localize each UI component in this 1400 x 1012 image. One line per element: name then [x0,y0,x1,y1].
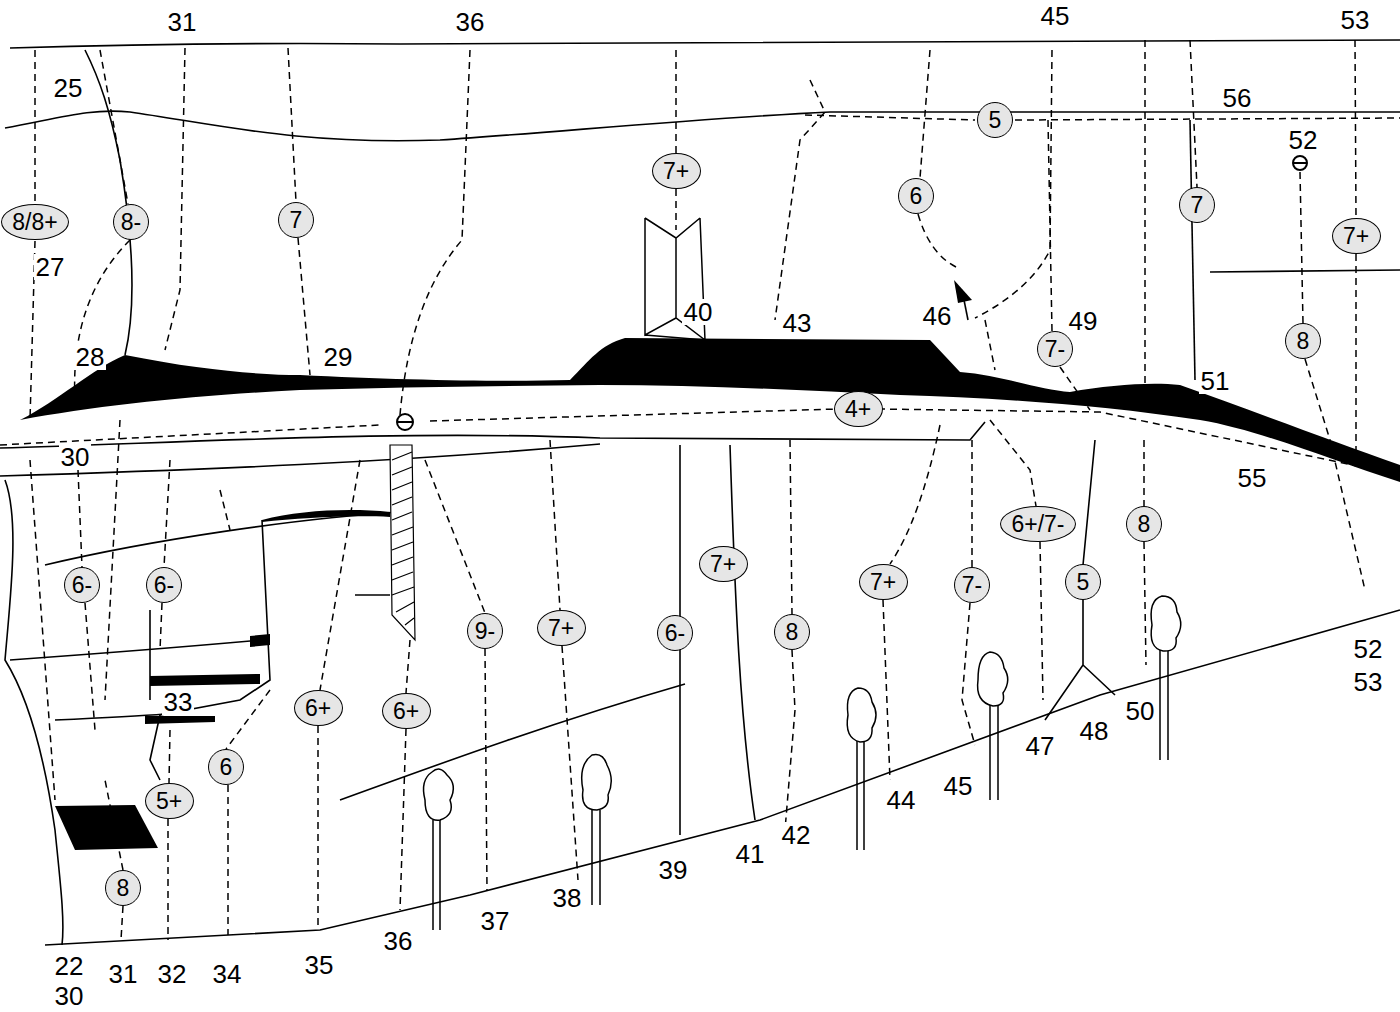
route-number: 47 [1024,733,1057,759]
grade-circle: 4+ [834,391,883,427]
grade-circle: 7+ [652,153,701,189]
route-number: 44 [885,787,918,813]
grade-text: 7+ [663,160,689,183]
grade-circle: 8 [105,870,141,906]
route-number: 45 [942,773,975,799]
grade-text: 8 [117,877,130,900]
grade-text: 7+ [870,571,896,594]
route-number: 31 [166,9,199,35]
route-number: 25 [52,75,85,101]
route-number: 22 [53,953,86,979]
grade-circle: 5+ [145,783,194,819]
grade-text: 7- [1045,338,1065,361]
route-number: 30 [53,983,86,1009]
grade-text: 6+ [305,697,331,720]
route-number: 33 [162,689,195,715]
grade-text: 7+ [1343,225,1369,248]
grade-text: 6- [154,574,174,597]
grade-text: 6+ [393,700,419,723]
grade-circle: 7+ [699,546,748,582]
route-number: 37 [479,908,512,934]
route-number: 32 [156,961,189,987]
route-number: 52 [1352,636,1385,662]
grade-text: 7+ [548,617,574,640]
route-number: 34 [211,961,244,987]
grade-text: 7 [290,209,303,232]
grade-text: 7- [962,574,982,597]
grade-circle: 5 [977,102,1013,138]
grade-circle: 7+ [859,564,908,600]
grade-text: 8 [1138,513,1151,536]
grade-text: 7+ [710,553,736,576]
route-number: 42 [780,822,813,848]
grade-text: 8- [121,211,141,234]
grade-text: 8/8+ [12,211,57,234]
route-number: 46 [921,303,954,329]
grade-circle: 5 [1065,564,1101,600]
grade-circle: 7- [1037,331,1073,367]
grade-circle: 8- [113,204,149,240]
grade-circle: 6+ [294,690,343,726]
grade-circle: 7- [954,567,990,603]
grade-text: 4+ [845,398,871,421]
grade-text: 6 [220,756,233,779]
grade-circle: 9- [467,613,503,649]
grade-text: 6- [72,574,92,597]
grade-circle: 6 [898,178,934,214]
route-number: 30 [59,444,92,470]
grade-circle: 6 [208,749,244,785]
grade-text: 5+ [156,790,182,813]
grade-circle: 6+ [382,693,431,729]
grade-circle: 7 [1179,187,1215,223]
route-number: 49 [1067,308,1100,334]
route-number: 45 [1039,3,1072,29]
grade-text: 7 [1191,194,1204,217]
route-number: 39 [657,857,690,883]
route-number: 40 [682,299,715,325]
grade-circle: 6- [64,567,100,603]
route-number: 53 [1352,669,1385,695]
grade-text: 8 [786,621,799,644]
route-number: 29 [322,344,355,370]
route-number: 38 [551,885,584,911]
route-number: 41 [734,841,767,867]
grade-circle: 8 [1126,506,1162,542]
route-number: 27 [34,254,67,280]
grade-text: 8 [1297,330,1310,353]
grade-circle: 8 [1285,323,1321,359]
route-number: 28 [74,344,107,370]
grade-circle: 7+ [537,610,586,646]
grade-circle: 8 [774,614,810,650]
route-number: 56 [1221,85,1254,111]
route-number: 31 [107,961,140,987]
grade-circle: 6- [146,567,182,603]
route-number: 36 [382,928,415,954]
grade-text: 5 [1077,571,1090,594]
grade-circle: 6+/7- [1000,506,1076,542]
grade-circle: 8/8+ [1,204,69,240]
route-number: 52 [1287,127,1320,153]
grade-text: 6 [910,185,923,208]
grade-circle: 7 [278,202,314,238]
grade-circle: 6- [657,615,693,651]
grade-text: 9- [475,620,495,643]
route-number: 55 [1236,465,1269,491]
route-number: 35 [303,952,336,978]
route-number: 53 [1339,7,1372,33]
route-number: 36 [454,9,487,35]
route-number: 50 [1124,698,1157,724]
route-number: 48 [1078,718,1111,744]
grade-text: 6- [665,622,685,645]
route-number: 51 [1199,368,1232,394]
grade-text: 5 [989,109,1002,132]
route-number: 43 [781,310,814,336]
grade-text: 6+/7- [1011,513,1064,536]
grade-circle: 7+ [1332,218,1381,254]
